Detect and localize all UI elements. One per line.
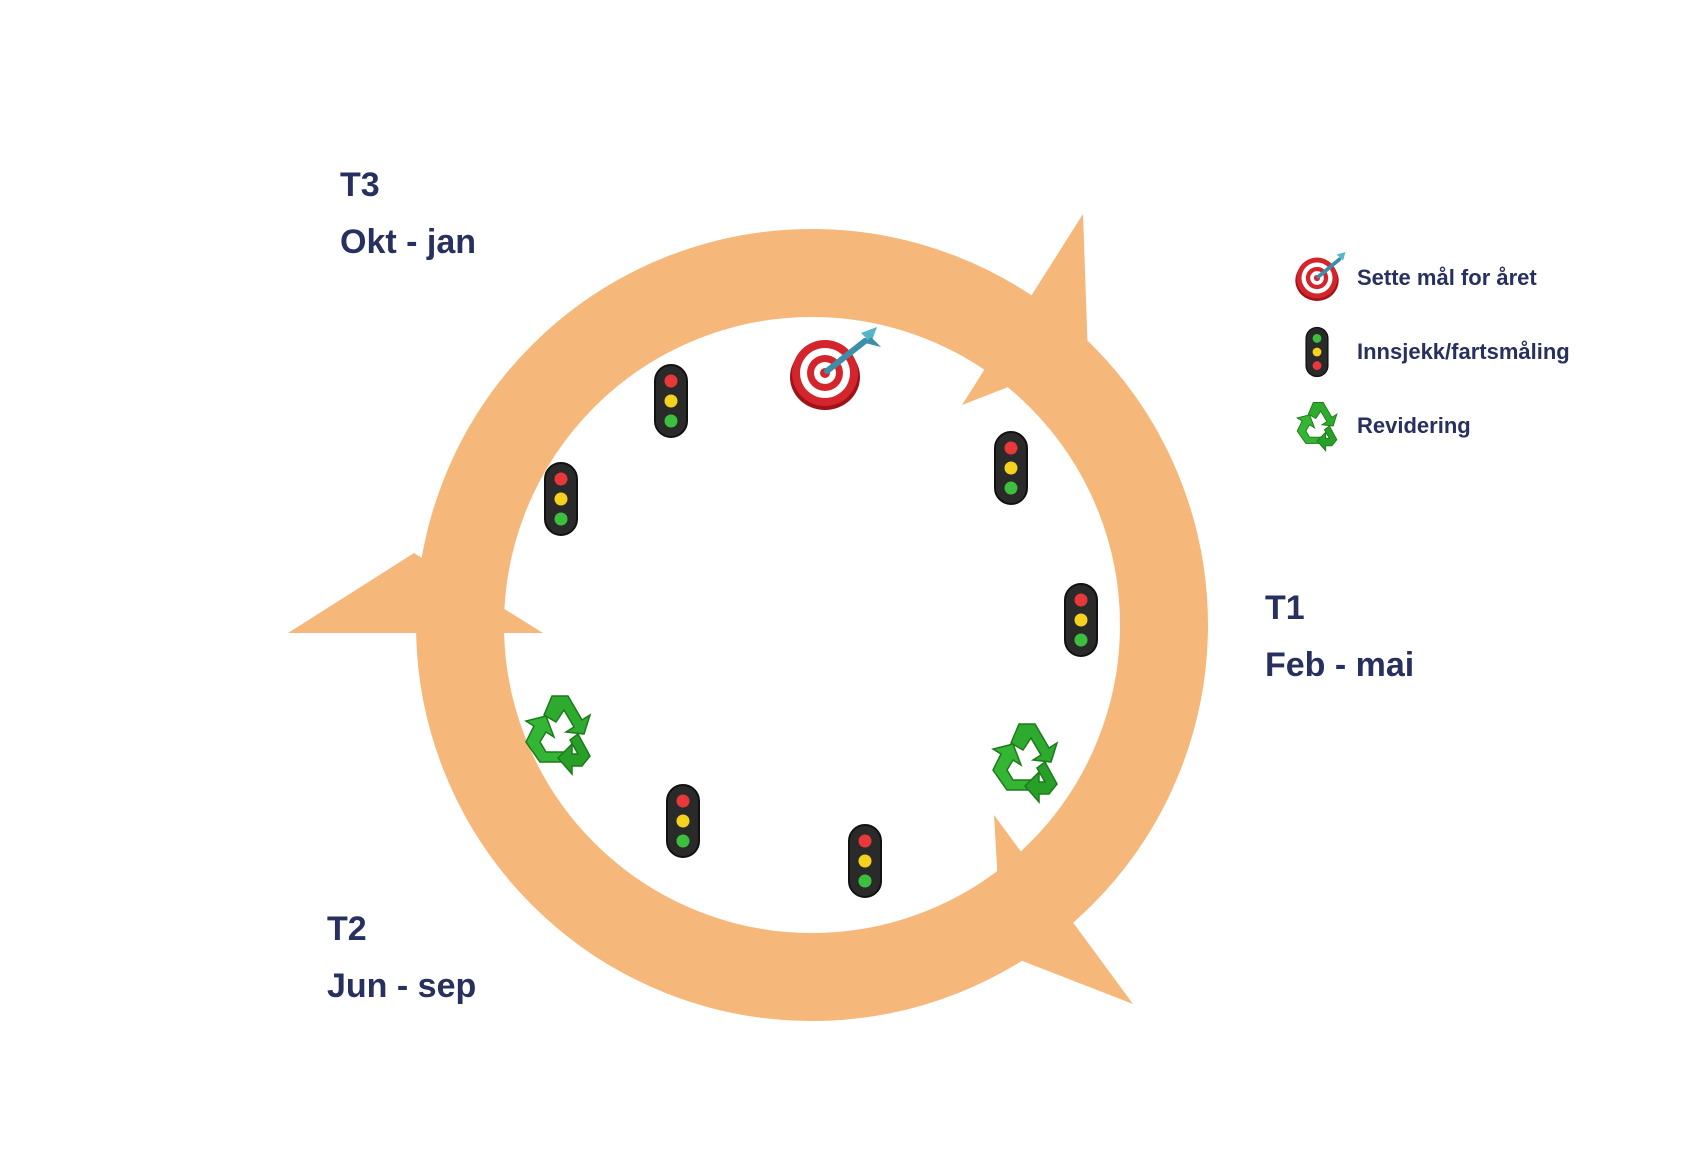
term-code: T2 [327, 910, 367, 948]
term-label-t1: T1 Feb - mai [1265, 580, 1414, 694]
legend-label: Sette mål for året [1357, 265, 1537, 290]
legend-label: Revidering [1357, 413, 1471, 438]
term-code: T1 [1265, 589, 1305, 627]
traffic-light-icon [654, 364, 688, 438]
traffic-light-icon [994, 431, 1028, 505]
term-label-t2: T2 Jun - sep [327, 901, 476, 1015]
recycle-icon [992, 723, 1058, 803]
traffic-light-icon [544, 462, 578, 536]
traffic-light-icon [1064, 583, 1098, 657]
target-icon [1295, 251, 1346, 301]
legend-item-checkin: Innsjekk/fartsmåling [1287, 324, 1570, 380]
traffic-light-icon [1305, 326, 1329, 378]
arrow-head-top-right [962, 214, 1088, 405]
term-months: Jun - sep [327, 967, 477, 1005]
term-code: T3 [340, 166, 380, 204]
recycle-icon [1295, 401, 1338, 453]
arrow-head-bottom-right [994, 815, 1133, 1004]
term-label-t3: T3 Okt - jan [340, 157, 476, 271]
term-months: Feb - mai [1265, 646, 1415, 684]
traffic-light-icon [848, 824, 882, 898]
target-icon [790, 327, 881, 410]
legend-label: Innsjekk/fartsmåling [1357, 339, 1570, 364]
term-months: Okt - jan [340, 223, 477, 261]
legend-item-revision: Revidering [1287, 398, 1471, 454]
legend-item-goal: Sette mål for året [1287, 250, 1537, 306]
arrow-head-left [288, 553, 543, 633]
traffic-light-icon [666, 784, 700, 858]
